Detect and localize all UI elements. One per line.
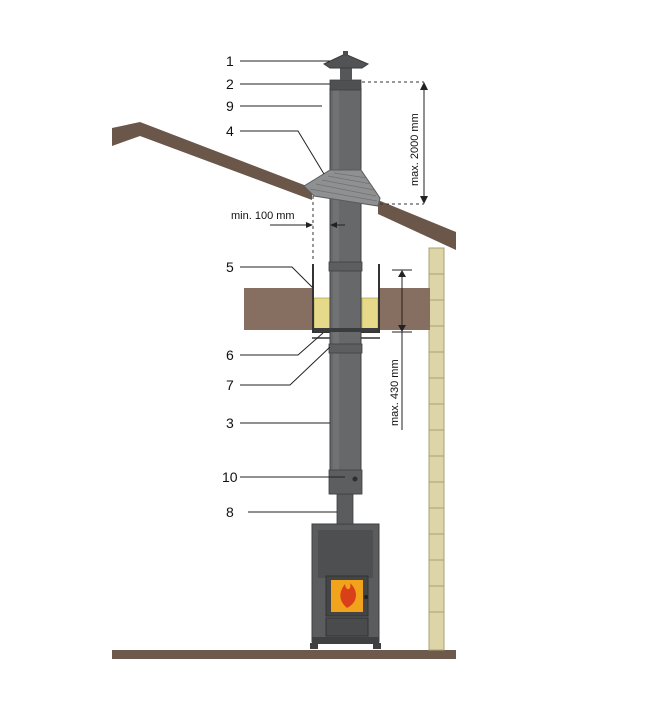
callout-3: 3 [226,415,234,431]
stove-connector-pipe [336,493,354,525]
callout-7: 7 [226,377,234,393]
brick-wall [428,247,445,651]
stove [310,523,381,649]
callout-6: 6 [226,347,234,363]
roof [112,122,456,250]
dimension-ceiling-height: max. 430 mm [389,269,412,430]
dimension-top-height: max. 2000 mm [409,82,428,204]
chimney-pipe [314,87,378,495]
callout-1: 1 [226,53,234,69]
dimension-ceiling-height-label: max. 430 mm [389,359,401,426]
ceiling [244,288,430,330]
dimension-min-clearance: min. 100 mm [231,210,345,228]
rain-cap [322,51,370,80]
dimension-top-height-label: max. 2000 mm [409,113,421,186]
roof-flashing [303,169,381,207]
callout-2: 2 [226,76,234,92]
callout-5: 5 [226,259,234,275]
callout-9: 9 [226,98,234,114]
terminal-section [329,79,362,91]
floor [112,650,456,659]
callout-4: 4 [226,123,234,139]
callout-leaders [240,60,345,513]
dimension-min-clearance-label: min. 100 mm [231,210,295,222]
callout-8: 8 [226,504,234,520]
callout-10: 10 [222,469,238,485]
